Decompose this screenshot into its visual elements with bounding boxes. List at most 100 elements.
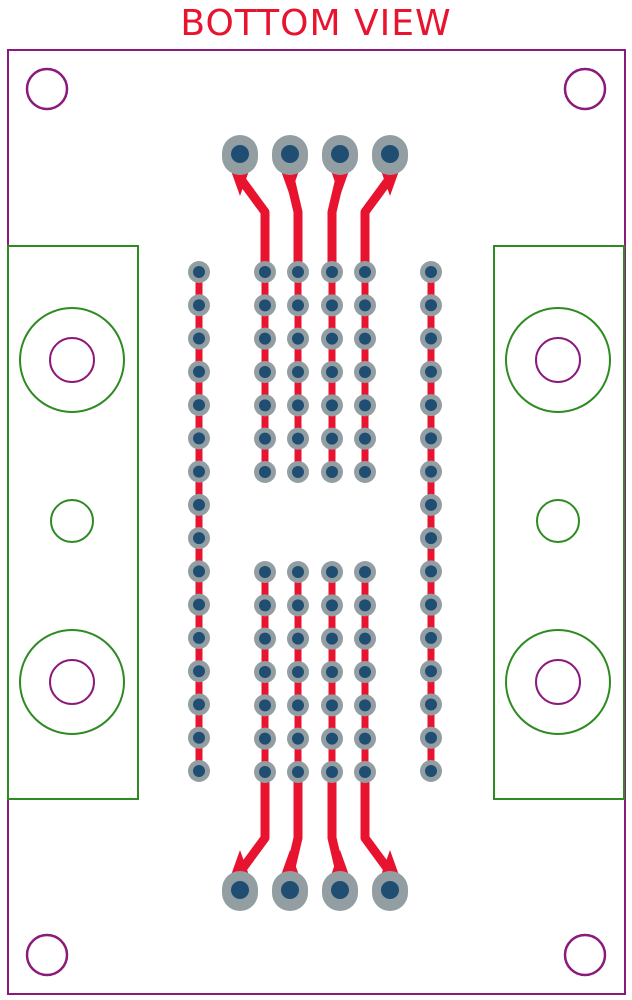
large-pad-top-4-hole: [381, 145, 399, 163]
mounting-hole-top-right: [563, 67, 607, 111]
pad-inner-lower-c3-r3-hole: [326, 632, 338, 645]
pad-outer-right-r5-hole: [425, 399, 437, 412]
pad-outer-right-r3-hole: [425, 332, 437, 345]
terminal-center-ring-left: [50, 499, 94, 543]
pad-inner-upper-c2-r6-hole: [292, 432, 304, 445]
pad-outer-left-r10-hole: [193, 565, 205, 578]
mounting-hole-top-left: [25, 67, 69, 111]
pad-outer-left-r3-hole: [193, 332, 205, 345]
solder-pads: [188, 135, 442, 911]
pad-inner-lower-c3-r2-hole: [326, 599, 338, 612]
pad-inner-upper-c3-r2-hole: [326, 299, 338, 312]
pad-inner-lower-c1-r4-hole: [259, 666, 271, 678]
pad-inner-lower-c4-r7-hole: [359, 766, 371, 778]
pad-inner-lower-c1-r1-hole: [259, 566, 271, 578]
pad-inner-upper-c2-r2-hole: [292, 299, 304, 312]
mounting-hole-bottom-right: [563, 933, 607, 977]
pad-outer-left-r5-hole: [193, 399, 205, 412]
terminal-screw-hole-left-2: [49, 659, 95, 705]
pad-inner-upper-c4-r1-hole: [359, 266, 371, 278]
trace-top-teardrop-4: [380, 168, 400, 196]
pad-outer-left-r7-hole: [193, 465, 205, 478]
pad-inner-lower-c2-r3-hole: [292, 632, 304, 645]
pad-inner-lower-c4-r4-hole: [359, 666, 371, 678]
pad-outer-right-r4-hole: [425, 365, 437, 378]
pad-inner-upper-c4-r2-hole: [359, 299, 371, 312]
trace-bottom-teardrop-4: [380, 850, 400, 878]
pad-inner-upper-c1-r4-hole: [259, 366, 271, 378]
pad-inner-upper-c3-r7-hole: [326, 466, 338, 478]
mounting-holes: [25, 67, 607, 977]
terminal-blocks: [7, 245, 625, 800]
pad-inner-lower-c4-r3-hole: [359, 632, 371, 645]
pad-outer-left-r11-hole: [193, 598, 205, 611]
pad-outer-right-r8-hole: [425, 498, 437, 511]
pad-inner-upper-c4-r5-hole: [359, 399, 371, 412]
pad-inner-upper-c3-r3-hole: [326, 332, 338, 345]
terminal-screw-ring-left-2: [19, 629, 125, 735]
pad-inner-upper-c2-r3-hole: [292, 332, 304, 345]
terminal-screw-ring-right-1: [505, 307, 611, 413]
pad-inner-upper-c1-r5-hole: [259, 399, 271, 412]
pad-inner-lower-c1-r7-hole: [259, 766, 271, 778]
terminal-screw-ring-right-2: [505, 629, 611, 735]
pad-outer-right-r1-hole: [425, 266, 437, 278]
pad-inner-lower-c2-r6-hole: [292, 732, 304, 745]
pad-outer-left-r12-hole: [193, 631, 205, 644]
pad-inner-upper-c3-r4-hole: [326, 366, 338, 378]
large-pad-bottom-4-hole: [381, 881, 399, 899]
pad-outer-right-r13-hole: [425, 665, 437, 678]
pad-inner-lower-c2-r7-hole: [292, 766, 304, 778]
pad-outer-left-r13-hole: [193, 665, 205, 678]
pad-outer-right-r2-hole: [425, 299, 437, 312]
pad-outer-right-r12-hole: [425, 631, 437, 644]
pad-outer-right-r6-hole: [425, 432, 437, 445]
pad-outer-right-r15-hole: [425, 731, 437, 744]
large-pad-top-3-hole: [331, 145, 349, 163]
pad-outer-left-r14-hole: [193, 698, 205, 711]
trace-top-teardrop-2: [280, 168, 300, 196]
terminal-center-ring-right: [536, 499, 580, 543]
pad-inner-upper-c3-r6-hole: [326, 432, 338, 445]
pad-outer-left-r8-hole: [193, 498, 205, 511]
pad-inner-lower-c4-r5-hole: [359, 699, 371, 712]
pad-inner-lower-c3-r1-hole: [326, 566, 338, 578]
mounting-hole-bottom-left: [25, 933, 69, 977]
pad-inner-lower-c2-r5-hole: [292, 699, 304, 712]
pad-inner-lower-c3-r7-hole: [326, 766, 338, 778]
large-pad-bottom-3-hole: [331, 881, 349, 899]
trace-top-teardrop-1: [230, 168, 250, 196]
diagram-title: BOTTOM VIEW: [180, 3, 451, 44]
pad-inner-lower-c3-r4-hole: [326, 666, 338, 678]
pad-outer-right-r10-hole: [425, 565, 437, 578]
terminal-block-left: [7, 245, 139, 800]
large-pad-bottom-2-hole: [281, 881, 299, 899]
pad-inner-lower-c2-r4-hole: [292, 666, 304, 678]
pad-inner-lower-c4-r6-hole: [359, 732, 371, 745]
terminal-screw-hole-right-2: [535, 659, 581, 705]
board-outline: [7, 49, 626, 995]
terminal-screw-hole-left-1: [49, 337, 95, 383]
pad-outer-left-r16-hole: [193, 765, 205, 777]
pad-outer-left-r6-hole: [193, 432, 205, 445]
terminal-screw-ring-left-1: [19, 307, 125, 413]
pad-inner-upper-c4-r6-hole: [359, 432, 371, 445]
pad-inner-lower-c3-r6-hole: [326, 732, 338, 745]
pad-inner-upper-c2-r5-hole: [292, 399, 304, 412]
pad-inner-lower-c2-r1-hole: [292, 566, 304, 578]
pad-inner-upper-c3-r5-hole: [326, 399, 338, 412]
pad-inner-upper-c1-r3-hole: [259, 332, 271, 345]
pad-outer-left-r1-hole: [193, 266, 205, 278]
large-pad-bottom-1-hole: [231, 881, 249, 899]
pad-inner-upper-c1-r7-hole: [259, 466, 271, 478]
pad-inner-upper-c2-r7-hole: [292, 466, 304, 478]
trace-top-teardrop-3: [330, 168, 350, 196]
pad-inner-upper-c2-r4-hole: [292, 366, 304, 378]
pad-outer-left-r2-hole: [193, 299, 205, 312]
trace-bottom-teardrop-1: [230, 850, 250, 878]
pad-outer-right-r14-hole: [425, 698, 437, 711]
pad-inner-lower-c4-r2-hole: [359, 599, 371, 612]
pad-inner-upper-c4-r7-hole: [359, 466, 371, 478]
pad-inner-lower-c3-r5-hole: [326, 699, 338, 712]
